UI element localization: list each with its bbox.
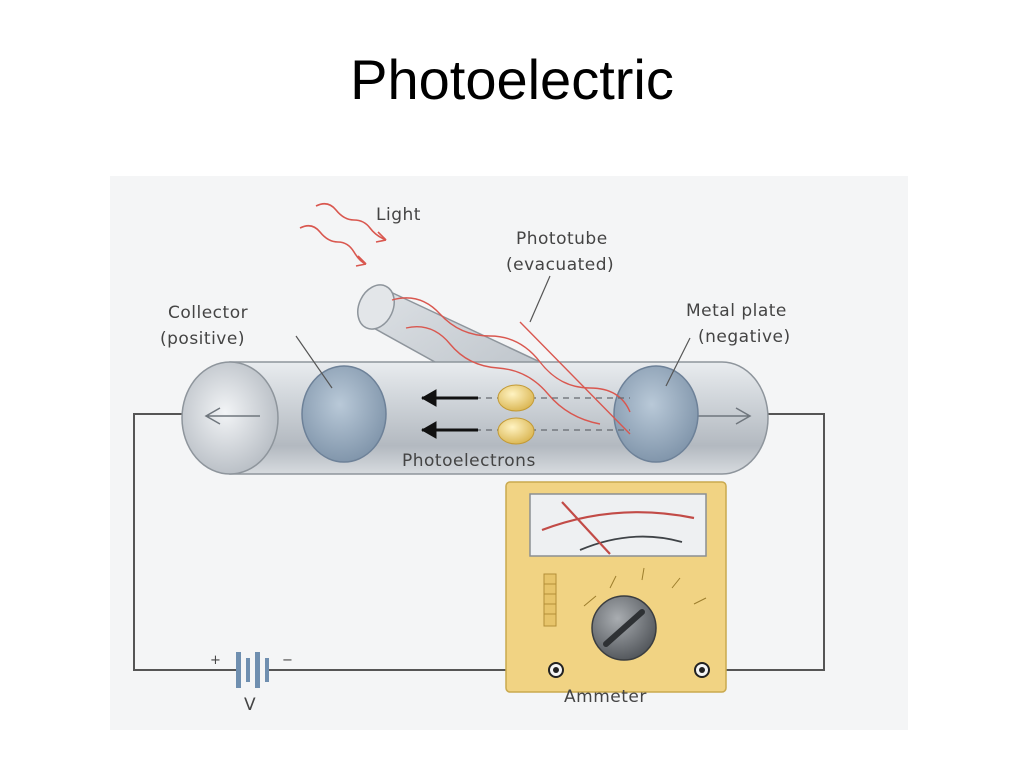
ammeter-scale-black: [579, 535, 683, 551]
knob-grip: [603, 609, 645, 647]
label-collector: Collector: [168, 303, 248, 323]
label-ammeter: Ammeter: [564, 687, 647, 707]
label-phototube: Phototube: [516, 229, 608, 249]
label-battery-v: V: [244, 695, 256, 715]
metal-plate-electrode: [613, 365, 699, 463]
photoelectron: [497, 417, 535, 445]
ammeter-scale-red: [541, 511, 695, 532]
ammeter-range-ticks: [544, 583, 556, 615]
circuit-wire: [133, 413, 825, 671]
electron-paths: [442, 397, 630, 431]
ammeter: [505, 481, 727, 693]
label-leaders: [295, 275, 691, 389]
ammeter-dial-marks: [583, 567, 707, 607]
arrow-left-icon: [204, 407, 260, 425]
label-metal-plate: Metal plate: [686, 301, 787, 321]
collector-electrode: [301, 365, 387, 463]
ammeter-range-switch: [543, 573, 557, 627]
label-battery-plus: +: [210, 653, 221, 668]
slide-title: Photoelectric: [350, 48, 674, 111]
electron-arrows: [420, 389, 478, 439]
ammeter-needle: [561, 501, 611, 555]
label-phototube-evacuated: (evacuated): [506, 255, 614, 275]
battery-icon: [228, 652, 278, 688]
arrow-right-icon: [698, 407, 752, 425]
photoelectric-diagram: Light Phototube (evacuated) Collector (p…: [110, 176, 908, 730]
diagram-canvas: Light Phototube (evacuated) Collector (p…: [110, 176, 908, 730]
photoelectron: [497, 384, 535, 412]
tube-end-cap: [181, 361, 279, 475]
light-rays-in-tube: [391, 297, 631, 435]
light-ray-icon: [299, 202, 387, 267]
label-light: Light: [376, 205, 421, 225]
label-collector-positive: (positive): [160, 329, 245, 349]
label-battery-minus: −: [282, 653, 293, 668]
label-photoelectrons: Photoelectrons: [402, 451, 536, 471]
label-metal-plate-negative: (negative): [698, 327, 791, 347]
